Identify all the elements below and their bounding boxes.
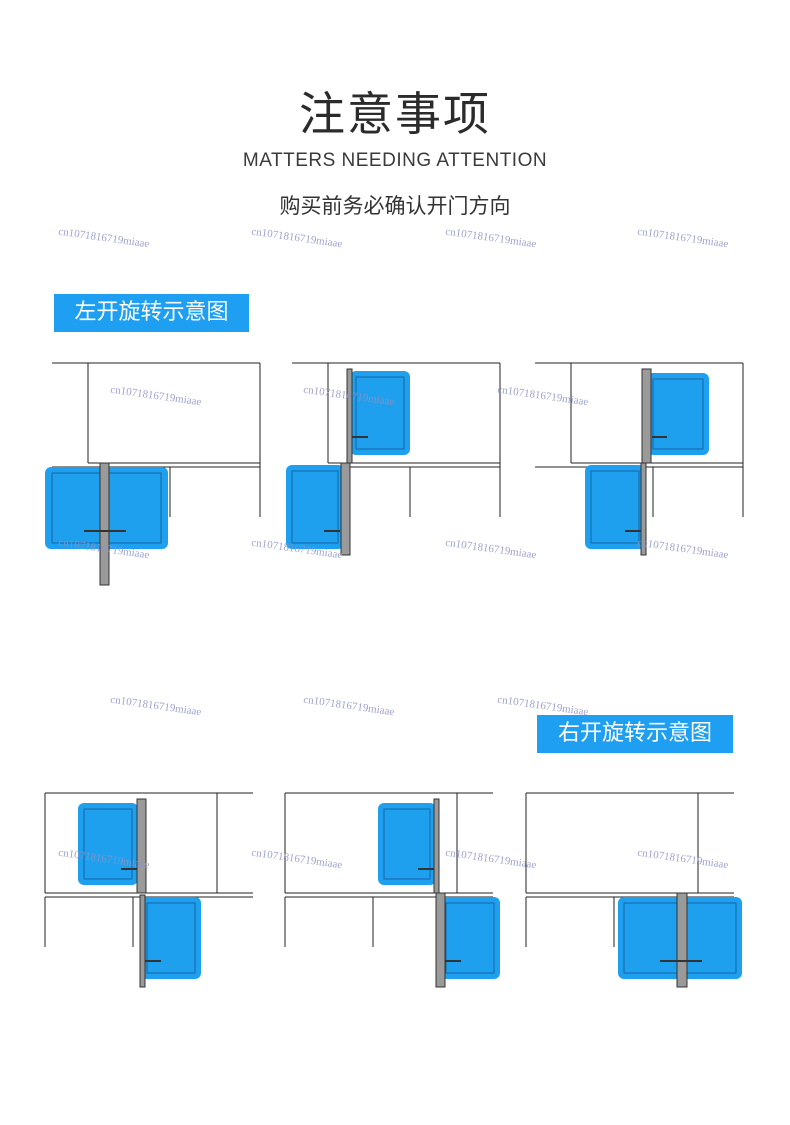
door-panel bbox=[378, 803, 436, 885]
right-diagram-2 bbox=[284, 792, 500, 988]
hinge-bar bbox=[340, 462, 351, 556]
door-panel bbox=[680, 897, 742, 979]
hinge-bar bbox=[640, 462, 647, 556]
hinge-bar bbox=[676, 892, 688, 988]
door-panel bbox=[618, 897, 684, 979]
door-panel bbox=[440, 897, 500, 979]
right-rotation-label: 右开旋转示意图 bbox=[537, 715, 733, 753]
watermark: cn1071816719miaae bbox=[444, 225, 538, 251]
watermark: cn1071816719miaae bbox=[302, 693, 396, 719]
left-diagram-1 bbox=[45, 362, 261, 586]
watermark: cn1071816719miaae bbox=[109, 693, 203, 719]
watermark: cn1071816719miaae bbox=[57, 225, 151, 251]
purchase-note: 购买前务必确认开门方向 bbox=[279, 194, 511, 218]
watermark: cn1071816719miaae bbox=[250, 225, 344, 251]
watermark: cn1071816719miaae bbox=[636, 225, 730, 251]
door-panel bbox=[585, 465, 645, 549]
door-panel bbox=[141, 897, 201, 979]
door-panel bbox=[350, 371, 410, 455]
hinge-bar bbox=[435, 892, 446, 988]
door-panel bbox=[78, 803, 138, 885]
hinge-bar bbox=[641, 368, 652, 464]
door-panel bbox=[286, 465, 344, 549]
page-subtitle: MATTERS NEEDING ATTENTION bbox=[242, 150, 548, 171]
hinge-bar bbox=[346, 368, 353, 464]
right-diagram-1 bbox=[44, 792, 253, 988]
hinge-bar bbox=[433, 798, 440, 894]
door-panel bbox=[647, 373, 709, 455]
right-diagram-3 bbox=[525, 792, 742, 988]
left-diagram-2 bbox=[286, 362, 501, 556]
hinge-bar bbox=[136, 798, 147, 894]
hinge-bar bbox=[139, 894, 146, 988]
door-panel bbox=[102, 467, 168, 549]
hinge-bar bbox=[99, 462, 110, 586]
left-rotation-label: 左开旋转示意图 bbox=[54, 294, 249, 332]
page-title: 注意事项 bbox=[299, 87, 491, 141]
left-diagram-3 bbox=[535, 362, 744, 556]
